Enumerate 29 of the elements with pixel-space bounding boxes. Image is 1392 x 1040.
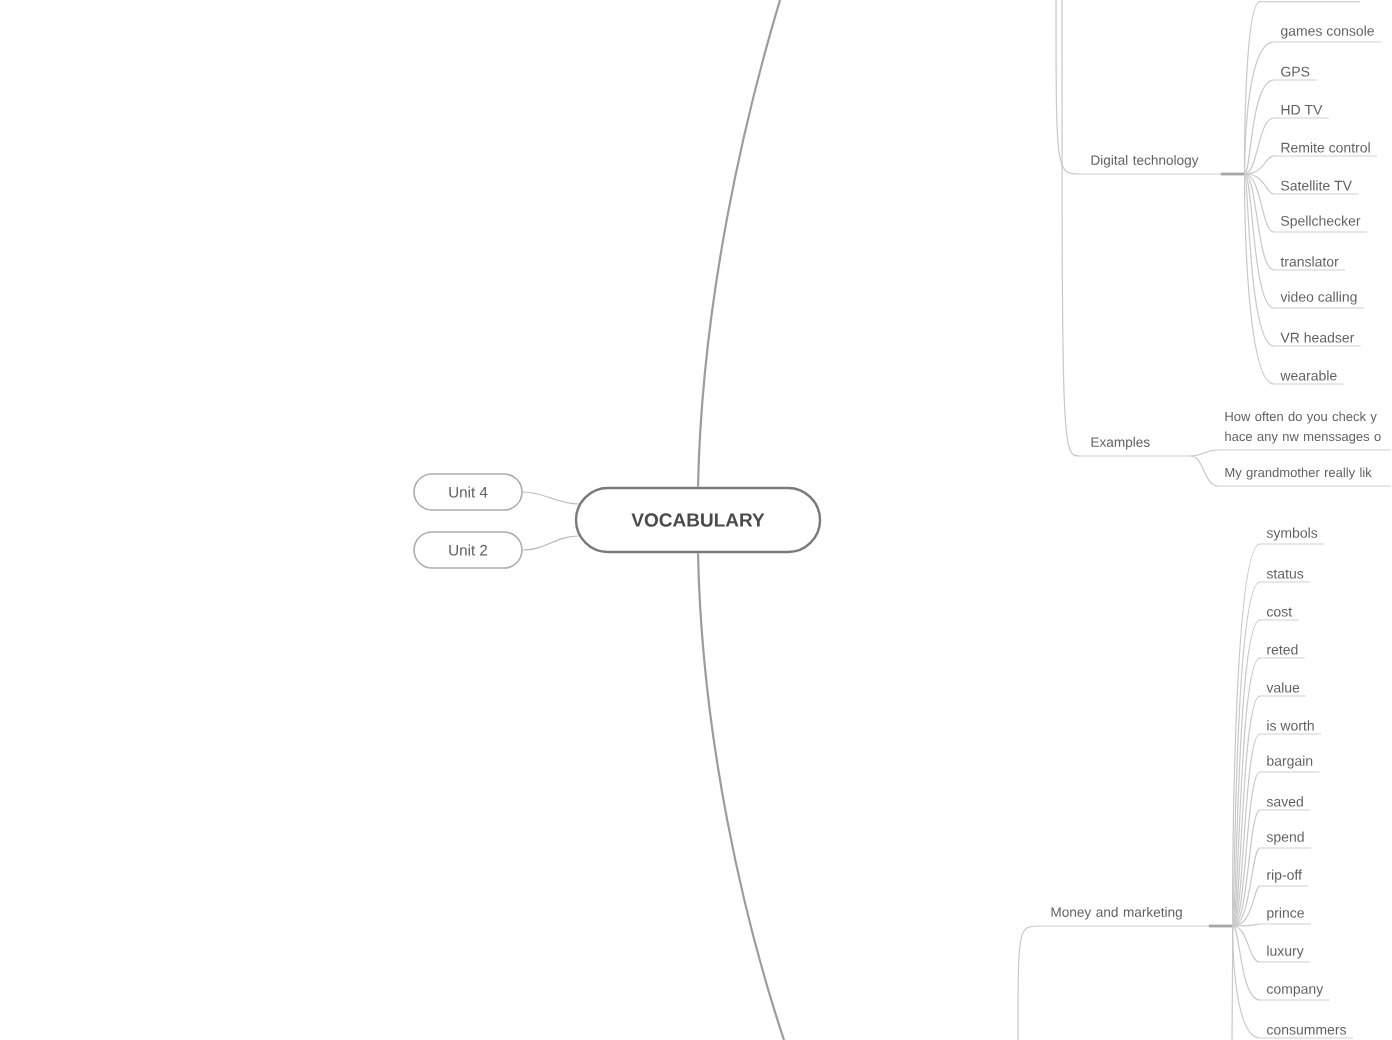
branch-line: [1190, 455, 1219, 487]
branch-line: [1055, 0, 1081, 175]
branch-line: [1244, 173, 1275, 385]
branch-line: [1232, 733, 1261, 927]
branch-line: [1244, 173, 1275, 347]
branch-line: [1232, 885, 1261, 927]
branch-line: [696, 0, 782, 487]
branch-line: [1017, 925, 1041, 1040]
branch-line: [1232, 925, 1261, 1001]
branch-line: [1061, 0, 1081, 457]
branch-line: [696, 553, 786, 1040]
branch-line: [522, 535, 580, 551]
branch-line: [1231, 925, 1234, 1040]
branch-line: [1244, 173, 1275, 195]
branch-line: [1232, 809, 1261, 927]
branch-line: [1244, 173, 1275, 233]
branch-line: [1244, 41, 1275, 175]
branch-line: [1232, 923, 1261, 927]
branch-line: [1244, 79, 1275, 175]
branch-line: [1190, 449, 1219, 457]
branch-line: [1232, 925, 1261, 963]
branch-line: [522, 491, 580, 505]
branch-line: [1232, 847, 1261, 927]
branch-line: [1244, 117, 1275, 175]
branch-line: [1232, 771, 1261, 927]
central-topic: VOCABULARY: [574, 486, 822, 554]
branch-line: [1244, 155, 1275, 175]
branch-line: [1244, 173, 1275, 271]
branch-line: [1244, 173, 1275, 309]
